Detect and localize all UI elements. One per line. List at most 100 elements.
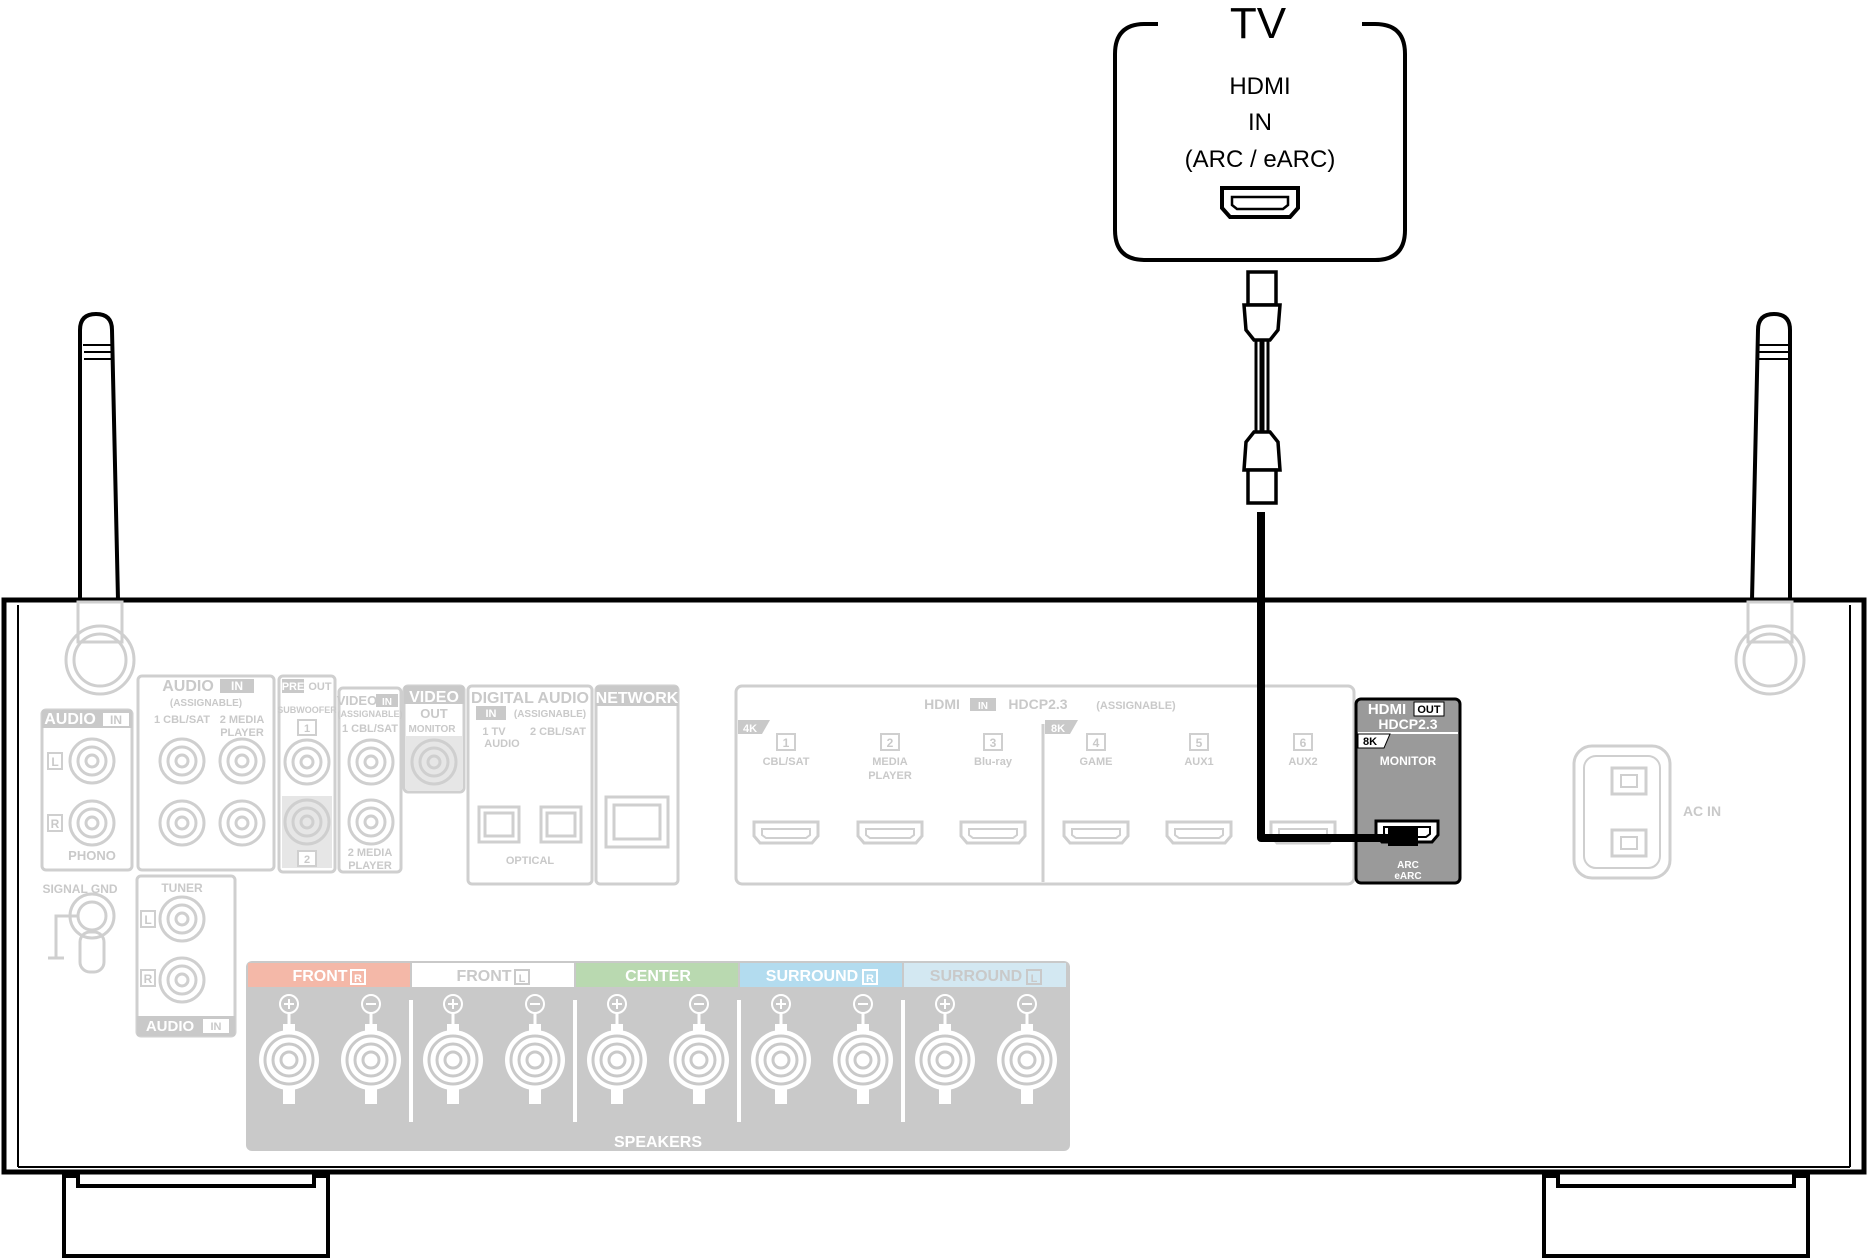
optical-label: OPTICAL (506, 855, 555, 867)
tuner-audio-label: AUDIO (146, 1018, 195, 1035)
speaker-channel-name: FRONT (292, 968, 347, 985)
tuner-r-label: R (144, 972, 153, 986)
speaker-channel-name: CENTER (625, 968, 691, 985)
video-out-group: VIDEO OUT MONITOR (402, 684, 466, 794)
network-group: NETWORK (594, 684, 680, 886)
tv-title: TV (1230, 0, 1287, 48)
audio-in-label: AUDIO (162, 678, 214, 695)
hdmi-in-sub: (ASSIGNABLE) (1096, 700, 1176, 712)
right-antenna (1749, 311, 1792, 602)
tv-hdmi-port[interactable] (1220, 186, 1300, 219)
speaker-channel-4: SURROUND R (737, 963, 902, 1122)
hdmi-in-port-number: 4 (1093, 736, 1100, 750)
hdmi-in-port-name: Blu-ray (974, 756, 1013, 768)
signal-gnd-label: SIGNAL GND (42, 882, 117, 896)
subwoofer-2-label: 2 (304, 854, 310, 866)
signal-gnd-group: SIGNAL GND (42, 882, 118, 974)
hdmi-out-group[interactable]: HDMI OUT HDCP2.3 8K MONITOR ARC eARC (1354, 697, 1462, 885)
video-in-ch2a: 2 MEDIA (348, 847, 393, 859)
hdmi-in-hdcp: HDCP2.3 (1008, 696, 1067, 712)
video-out-badge: OUT (420, 706, 448, 721)
video-in-badge: IN (382, 697, 392, 708)
hdmi-in-badge: IN (978, 701, 988, 712)
earc-label: eARC (1394, 871, 1421, 882)
right-antenna-base (1734, 600, 1806, 696)
speaker-channel-side: R (866, 973, 874, 985)
hdmi-out-hdcp: HDCP2.3 (1378, 716, 1437, 732)
tuner-label: TUNER (161, 881, 203, 895)
pre-out-badge: OUT (308, 681, 332, 693)
tv-port-line1: HDMI (1229, 73, 1290, 100)
optical-ch1b: AUDIO (484, 738, 520, 750)
video-in-group: VIDEO IN (ASSIGNABLE) 1 CBL/SAT 2 MEDIA … (337, 686, 403, 874)
tuner-group: TUNER L R AUDIO IN (135, 874, 237, 1038)
speaker-channel-name: SURROUND (930, 968, 1022, 985)
hdmi-in-port-name: AUX2 (1288, 756, 1317, 768)
subwoofer-1-label: 1 (304, 723, 310, 735)
hdmi-out-monitor-label: MONITOR (1380, 754, 1437, 768)
hdmi-in-port-name2: PLAYER (868, 770, 912, 782)
hdmi-8k-badge: 8K (1051, 723, 1065, 735)
ac-in-socket: AC IN (1572, 744, 1721, 880)
audio-in-ch2b: PLAYER (220, 727, 264, 739)
tv-device: TV HDMI IN (ARC / eARC) (1113, 0, 1407, 262)
audio-in-badge: IN (231, 679, 243, 693)
hdmi-in-port-name: GAME (1080, 756, 1113, 768)
optical-ch2: 2 CBL/SAT (530, 726, 586, 738)
audio-in-sub: (ASSIGNABLE) (170, 698, 242, 709)
hdmi-in-port-number: 2 (887, 736, 894, 750)
arc-label: ARC (1397, 860, 1419, 871)
phono-r-label: R (51, 817, 60, 831)
digital-audio-sub: (ASSIGNABLE) (514, 709, 586, 720)
optical-ch1a: 1 TV (482, 726, 506, 738)
left-foot (62, 1174, 330, 1258)
audio-in-ch1: 1 CBL/SAT (154, 714, 210, 726)
phono-l-label: L (51, 755, 58, 769)
hdmi-in-port-name: AUX1 (1184, 756, 1213, 768)
pre-out-group: PRE OUT SUBWOOFER 1 2 (277, 674, 337, 874)
left-antenna-base (64, 600, 136, 696)
cable-top-plug-body (1242, 303, 1282, 342)
speaker-channel-side: L (1031, 973, 1038, 985)
phono-in-badge: IN (110, 713, 122, 727)
tv-port-line3: (ARC / eARC) (1185, 146, 1336, 173)
left-antenna (78, 311, 121, 602)
video-out-label: VIDEO (409, 689, 459, 706)
hdmi-in-port-number: 6 (1300, 736, 1307, 750)
tv-port-line2: IN (1248, 109, 1272, 136)
hdmi-out-label: HDMI (1368, 701, 1406, 718)
subwoofer-label: SUBWOOFER (277, 705, 337, 715)
phono-name: PHONO (68, 848, 116, 863)
tuner-l-label: L (144, 913, 151, 927)
cable-top-plug-tip (1246, 270, 1278, 307)
hdmi-out-8k-badge: 8K (1363, 736, 1377, 748)
video-in-ch1: 1 CBL/SAT (342, 723, 398, 735)
speaker-channel-5: SURROUND L (901, 963, 1066, 1122)
audio-in-ch2a: 2 MEDIA (220, 714, 265, 726)
speaker-channel-name: FRONT (456, 968, 511, 985)
hdmi-in-group: HDMI IN HDCP2.3 (ASSIGNABLE) 4K 8K 1CBL/… (734, 684, 1356, 886)
tuner-in-badge: IN (211, 1021, 222, 1033)
pre-label: PRE (282, 681, 305, 693)
speaker-channel-2: FRONT L (409, 963, 574, 1122)
hdmi-out-badge: OUT (1417, 704, 1441, 716)
digital-audio-badge: IN (486, 708, 497, 720)
phono-audio-label: AUDIO (44, 711, 96, 728)
network-label: NETWORK (596, 690, 679, 707)
hdmi-cable (1242, 270, 1418, 846)
speaker-channel-side: L (519, 973, 526, 985)
speaker-channel-name: SURROUND (766, 968, 858, 985)
hdmi-in-label: HDMI (924, 696, 960, 712)
hdmi-in-port-number: 5 (1196, 736, 1203, 750)
phono-input-group: AUDIO IN L R PHONO (40, 708, 134, 872)
hdmi-in-port-number: 3 (990, 736, 997, 750)
cable-bottom-plug-tip (1246, 468, 1278, 505)
digital-audio-label: DIGITAL AUDIO (471, 690, 589, 707)
